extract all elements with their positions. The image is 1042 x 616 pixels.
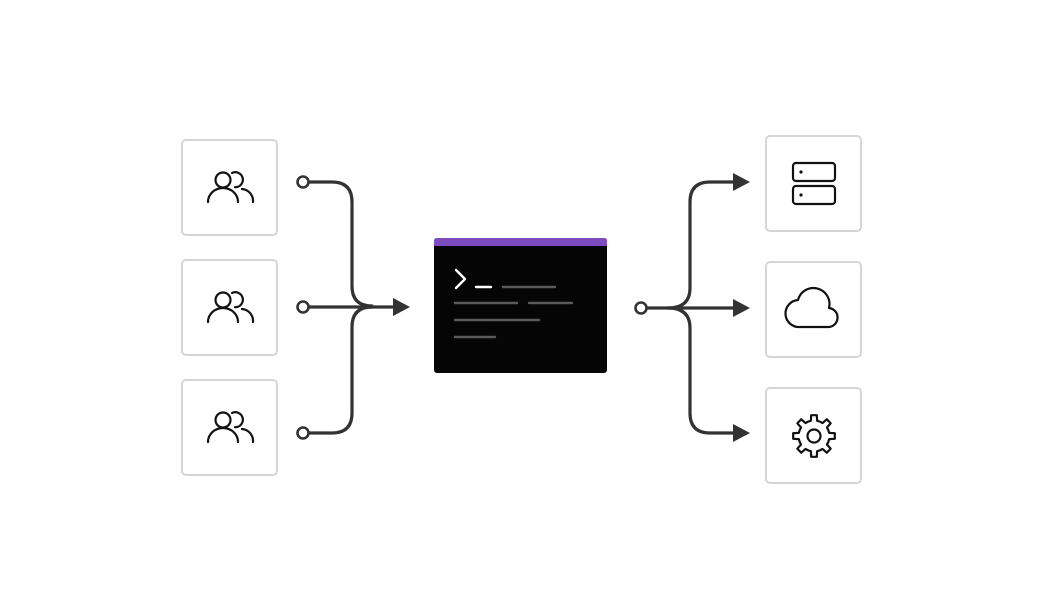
terminal-body xyxy=(434,238,607,373)
port-circle xyxy=(296,300,310,314)
input-box-2 xyxy=(181,259,278,356)
arrowhead-to-settings xyxy=(733,424,750,442)
arrowhead-into-terminal xyxy=(393,298,410,316)
arrowhead-to-server xyxy=(733,173,750,191)
connector-top xyxy=(306,180,374,308)
input-box-3 xyxy=(181,379,278,476)
output-box-1 xyxy=(765,135,862,232)
connector-up xyxy=(666,180,738,310)
terminal-prompt-icon xyxy=(454,268,493,290)
output-connectors xyxy=(645,180,738,435)
output-node-settings xyxy=(765,387,862,484)
output-node-server xyxy=(765,135,862,232)
terminal-text-lines xyxy=(453,285,574,339)
server-icon xyxy=(791,161,837,206)
output-port-circle xyxy=(634,301,648,315)
output-arrowheads xyxy=(733,173,750,442)
output-box-3 xyxy=(765,387,862,484)
port-circle xyxy=(296,426,310,440)
input-node-3 xyxy=(181,379,278,476)
output-box-2 xyxy=(765,261,862,358)
connector-down xyxy=(666,306,738,435)
input-connectors xyxy=(306,180,398,435)
output-node-cloud xyxy=(765,261,862,358)
cloud-icon xyxy=(784,286,839,329)
gear-icon xyxy=(792,414,836,458)
terminal-titlebar xyxy=(434,238,607,246)
input-box-1 xyxy=(181,139,278,236)
input-node-2 xyxy=(181,259,278,356)
connector-bottom xyxy=(306,305,374,435)
terminal-window xyxy=(434,238,607,373)
input-node-1 xyxy=(181,139,278,236)
port-circle xyxy=(296,175,310,189)
arrowhead-to-cloud xyxy=(733,299,750,317)
input-ports xyxy=(296,175,310,440)
